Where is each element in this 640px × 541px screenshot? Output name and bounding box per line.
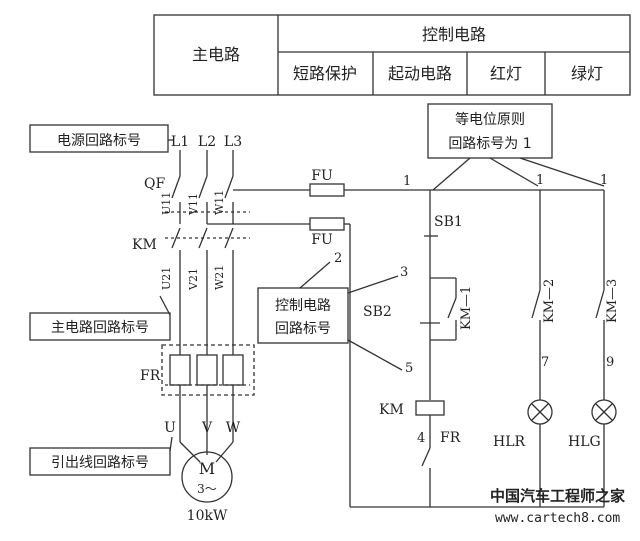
hlr-label: HLR: [493, 434, 526, 450]
node-1-main: 1: [403, 174, 411, 189]
leader-eq-2: [489, 157, 539, 187]
km3-label: KM—3: [605, 279, 620, 323]
km1-label: KM—1: [459, 286, 474, 330]
table-control-circuit: 控制电路: [422, 25, 486, 44]
main-label-box: [29, 312, 171, 341]
km-coil-label: KM: [379, 402, 404, 418]
label-w21: W21: [213, 265, 226, 290]
leader-node-2: [299, 261, 331, 289]
control-label-line2: 回路标号: [275, 321, 331, 337]
label-w11: W11: [213, 190, 226, 215]
leader-lead: [169, 436, 173, 452]
node-4: 4: [417, 431, 425, 446]
lead-label-box: [29, 447, 171, 476]
leader-main: [159, 295, 171, 316]
node-5: 5: [405, 361, 413, 376]
node-1-green: 1: [600, 173, 608, 188]
lead-label: 引出线回路标号: [51, 455, 149, 471]
watermark-url: www.cartech8.com: [495, 511, 620, 526]
qf-label: QF: [144, 176, 165, 192]
fu-bottom-label: FU: [311, 232, 333, 248]
control-label-line1: 控制电路: [275, 298, 331, 314]
main-phase-lines: [169, 150, 244, 463]
table-short-protection: 短路保护: [293, 64, 357, 83]
fr-relay-outline: [161, 344, 255, 396]
leader-eq-3: [519, 157, 605, 187]
node-7: 7: [541, 355, 549, 370]
label-v11: V11: [187, 193, 200, 216]
phase-l3: L3: [224, 134, 242, 150]
control-label-box: [257, 287, 349, 344]
node-2: 2: [334, 251, 342, 266]
header-table: [153, 14, 631, 96]
equipotential-line2: 回路标号为 1: [448, 136, 531, 152]
leader-node-5: [347, 339, 403, 371]
control-wiring: [207, 183, 617, 508]
km2-label: KM—2: [542, 279, 557, 323]
motor-m: M: [199, 459, 215, 478]
motor-phase: 3～: [197, 482, 217, 496]
power-label-box: [29, 124, 169, 153]
phase-l1: L1: [171, 134, 189, 150]
sb2-label: SB2: [363, 304, 392, 320]
leader-eq-1: [432, 157, 471, 191]
leader-node-3: [347, 275, 399, 294]
table-red-light: 红灯: [490, 64, 522, 83]
label-v: V: [201, 420, 213, 436]
label-v21: V21: [187, 268, 200, 291]
node-9: 9: [606, 355, 614, 370]
label-u: U: [164, 420, 176, 436]
table-main-circuit: 主电路: [192, 45, 240, 64]
watermark-site-name: 中国汽车工程师之家: [490, 487, 625, 505]
table-green-light: 绿灯: [571, 64, 603, 83]
table-start-circuit: 起动电路: [388, 64, 452, 83]
fuse-bottom: [309, 217, 345, 231]
fr-contact-label: FR: [440, 430, 461, 446]
label-u21: U21: [160, 267, 173, 290]
km-main-label: KM: [132, 237, 157, 253]
fr-main-label: FR: [140, 368, 161, 384]
label-u11: U11: [160, 192, 173, 215]
equipotential-line1: 等电位原则: [455, 111, 525, 128]
main-label: 主电路回路标号: [51, 320, 149, 336]
fuse-top: [309, 183, 345, 197]
label-w: W: [226, 420, 241, 436]
phase-l2: L2: [198, 134, 216, 150]
node-1-red: 1: [536, 173, 544, 188]
hlg-label: HLG: [568, 434, 601, 450]
power-label: 电源回路标号: [57, 133, 141, 149]
fu-top-label: FU: [311, 168, 333, 184]
motor-power: 10kW: [187, 508, 228, 524]
sb1-label: SB1: [434, 214, 463, 230]
node-3: 3: [400, 265, 408, 280]
km-coil: [415, 400, 445, 416]
motor-symbol: [181, 451, 233, 503]
